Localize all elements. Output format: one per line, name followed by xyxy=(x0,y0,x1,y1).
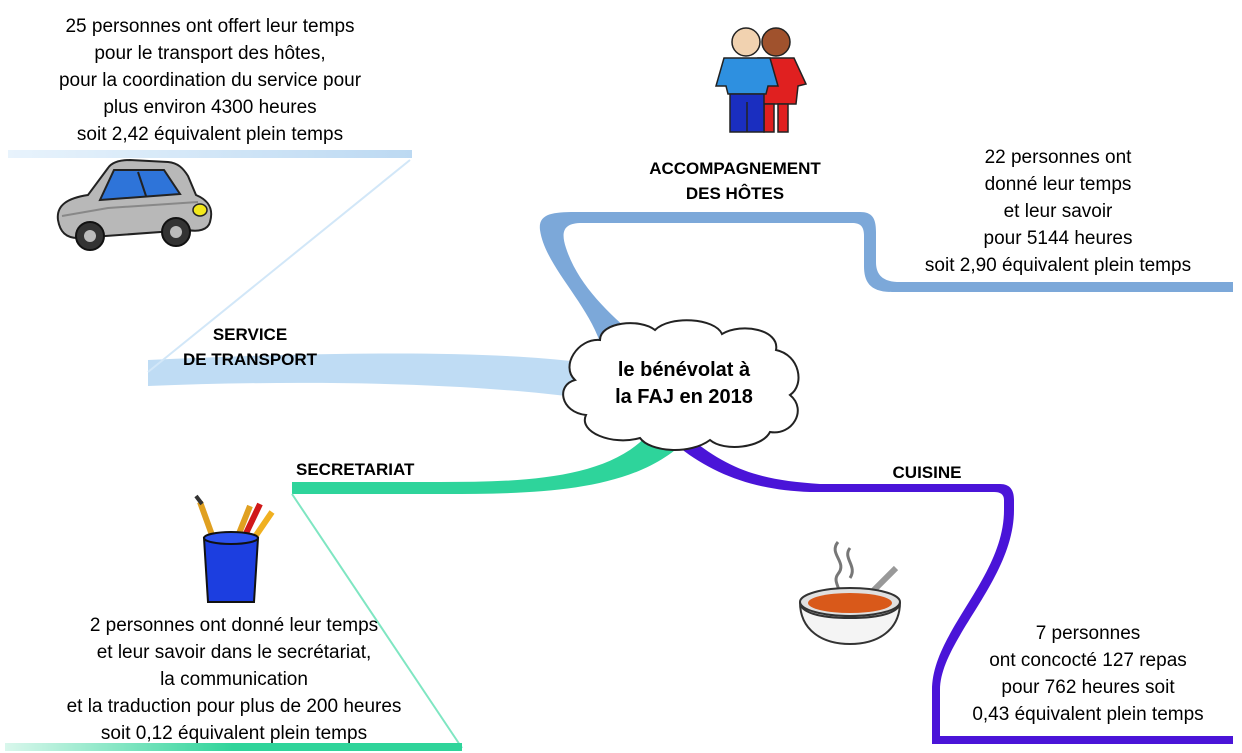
transport-desc-line: plus environ 4300 heures xyxy=(103,97,317,118)
accompagnement-desc-line: donné leur temps xyxy=(984,174,1132,195)
branch-cuisine xyxy=(680,438,1233,744)
secretariat-title-line-1: SECRETARIAT xyxy=(296,460,415,479)
cuisine-desc-line: pour 762 heures soit xyxy=(1001,677,1175,698)
secretariat-desc-line: et la traduction pour plus de 200 heures xyxy=(66,696,402,717)
people-icon xyxy=(715,27,808,133)
secretariat-desc-line: soit 0,12 équivalent plein temps xyxy=(100,723,368,744)
secretariat-title: SECRETARIAT xyxy=(296,457,476,482)
secretariat-branch-stem xyxy=(292,432,690,494)
accompagnement-description: 22 personnes ont donné leur temps et leu… xyxy=(878,144,1238,279)
center-title-line-2: la FAJ en 2018 xyxy=(615,386,753,408)
secretariat-desc-line: la communication xyxy=(160,669,308,690)
accompagnement-desc-line: et leur savoir xyxy=(1003,201,1113,222)
car-icon xyxy=(56,158,213,251)
cuisine-title-line-1: CUISINE xyxy=(892,463,962,482)
accompagnement-desc-line: soit 2,90 équivalent plein temps xyxy=(924,255,1192,276)
secretariat-connector-line xyxy=(291,493,463,749)
cuisine-title: CUISINE xyxy=(872,460,982,485)
transport-desc-line: pour la coordination du service pour xyxy=(58,70,362,91)
secretariat-underline xyxy=(5,743,462,751)
accompagnement-desc-line: 22 personnes ont xyxy=(984,147,1132,168)
cuisine-description: 7 personnes ont concocté 127 repas pour … xyxy=(938,620,1238,728)
branch-transport xyxy=(8,150,582,398)
accompagnement-title: ACCOMPAGNEMENT DES HÔTES xyxy=(610,156,860,206)
accompagnement-title-line-1: ACCOMPAGNEMENT xyxy=(649,159,821,178)
cuisine-desc-line: 0,43 équivalent plein temps xyxy=(972,704,1204,725)
cuisine-branch-stem xyxy=(680,438,1233,744)
center-title: le bénévolat à la FAJ en 2018 xyxy=(592,357,776,411)
transport-title-line-2: DE TRANSPORT xyxy=(182,350,318,369)
center-title-line-1: le bénévolat à xyxy=(617,359,751,381)
transport-title-line-1: SERVICE xyxy=(212,325,288,344)
secretariat-description: 2 personnes ont donné leur temps et leur… xyxy=(4,612,464,747)
transport-description: 25 personnes ont offert leur temps pour … xyxy=(8,13,412,148)
cuisine-desc-line: ont concocté 127 repas xyxy=(989,650,1187,671)
secretariat-desc-line: 2 personnes ont donné leur temps xyxy=(89,615,379,636)
accompagnement-desc-line: pour 5144 heures xyxy=(983,228,1133,249)
transport-title: SERVICE DE TRANSPORT xyxy=(150,322,350,372)
transport-connector-line xyxy=(147,159,411,373)
center-cloud-shape xyxy=(562,319,800,451)
transport-underline xyxy=(8,150,412,158)
branch-secretariat xyxy=(5,432,690,751)
secretariat-desc-line: et leur savoir dans le secrétariat, xyxy=(96,642,372,663)
cuisine-desc-line: 7 personnes xyxy=(1035,623,1141,644)
pencil-cup-icon xyxy=(194,494,275,603)
center-cloud xyxy=(562,319,800,451)
transport-desc-line: pour le transport des hôtes, xyxy=(94,43,326,64)
transport-branch-stem xyxy=(148,353,582,398)
transport-desc-line: soit 2,42 équivalent plein temps xyxy=(76,124,344,145)
transport-desc-line: 25 personnes ont offert leur temps xyxy=(65,16,355,37)
accompagnement-title-line-2: DES HÔTES xyxy=(685,184,785,203)
soup-bowl-icon xyxy=(799,541,901,646)
